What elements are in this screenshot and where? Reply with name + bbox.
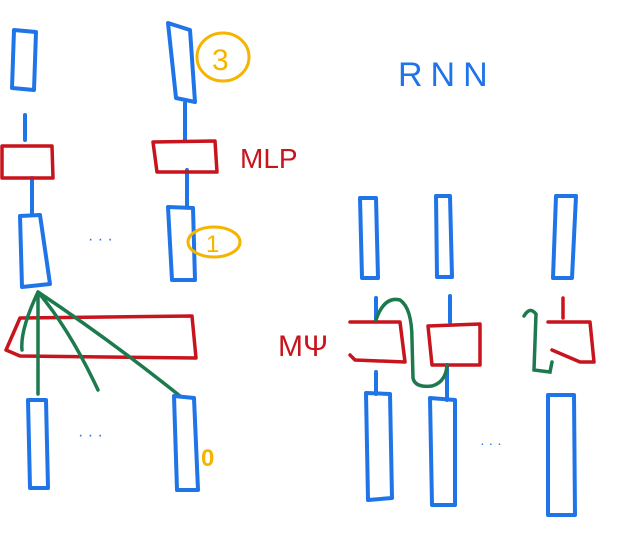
marker-circle-top (195, 31, 251, 83)
mlp-box-right (151, 139, 219, 174)
rnn-column (348, 194, 596, 517)
marker-top: 3 (212, 44, 229, 77)
rnn-output-1 (358, 196, 380, 280)
marker-circle-mid (186, 225, 242, 259)
left-mlp-column (0, 21, 219, 492)
rnn-input-1 (364, 391, 394, 502)
connections (20, 290, 182, 398)
rnn-input-2 (428, 396, 457, 507)
mlp-box-left (0, 144, 55, 180)
rnn-output-3 (551, 194, 578, 280)
rnn-label: RNN (398, 56, 496, 94)
mpsi-box-3 (546, 296, 596, 364)
ellipsis-bottom: · · · (78, 427, 103, 444)
ellipsis-mid: · · · (88, 231, 113, 248)
mpsi-label: MΨ (278, 330, 328, 363)
recurrent-link-2 (522, 308, 554, 374)
input-vector-left (26, 398, 50, 490)
mpsi-box-2 (426, 322, 482, 367)
marker-bottom: 0 (201, 445, 214, 472)
rnn-input-3 (546, 393, 577, 517)
attention-box (4, 314, 198, 360)
output-vector-right (166, 21, 197, 104)
output-vector-left (10, 28, 38, 92)
recurrent-link-1 (374, 297, 449, 389)
hidden-vector-left (18, 213, 52, 289)
mpsi-box-1 (348, 320, 407, 364)
mlp-label: MLP (240, 143, 298, 174)
rnn-output-2 (434, 194, 454, 279)
ellipsis-rnn: · · · (480, 435, 502, 451)
hidden-vector-right (166, 205, 197, 282)
marker-mid: 1 (206, 231, 219, 258)
input-vector-right (172, 394, 200, 492)
